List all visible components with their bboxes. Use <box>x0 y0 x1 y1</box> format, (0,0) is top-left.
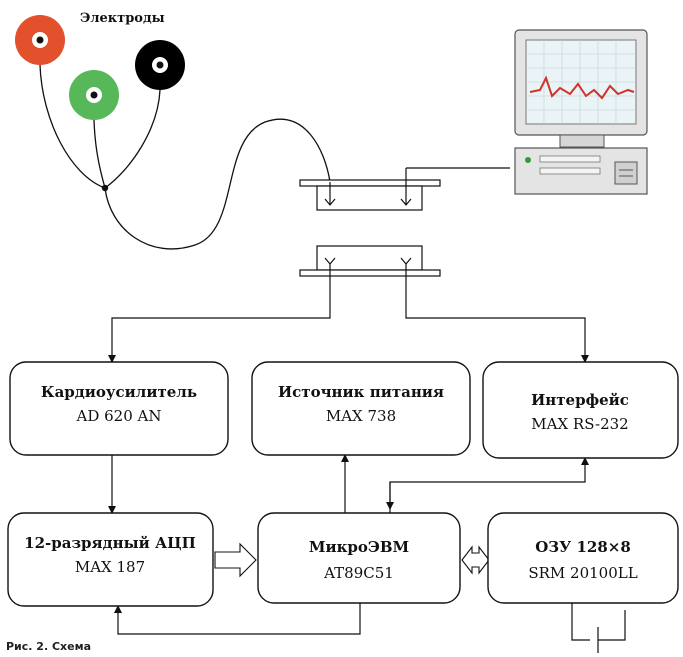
green-electrode-icon <box>69 70 119 120</box>
figure-caption: Рис. 2. Схема <box>6 640 91 653</box>
electrodes-label: Электроды <box>80 11 165 26</box>
block-adc: 12-разрядный АЦП MAX 187 <box>7 512 214 607</box>
black-electrode-icon <box>135 40 185 90</box>
connector-plug <box>299 168 441 211</box>
computer-icon <box>514 29 648 195</box>
mcu-ram-bus-arrow <box>461 545 490 575</box>
power-title: Источник питания <box>278 383 444 401</box>
connector <box>299 167 510 280</box>
block-mcu: МикроЭВМ AT89C51 <box>257 512 461 604</box>
block-interface: Интерфейс MAX RS-232 <box>482 361 679 459</box>
mcu-title: МикроЭВМ <box>309 538 409 556</box>
power-part: MAX 738 <box>326 407 396 425</box>
block-power-source: Источник питания MAX 738 <box>251 361 471 456</box>
adc-title: 12-разрядный АЦП <box>24 534 196 552</box>
ecg-trace <box>529 75 635 100</box>
connector-socket <box>299 245 441 280</box>
interface-part: MAX RS-232 <box>531 415 628 433</box>
electrode-leads <box>39 64 331 250</box>
electrodes: Электроды <box>15 11 331 250</box>
lead-junction <box>101 184 109 192</box>
ram-part: SRM 20100LL <box>528 564 637 582</box>
adc-part: MAX 187 <box>75 558 145 576</box>
amplifier-part: AD 620 AN <box>76 407 162 425</box>
block-ram: ОЗУ 128×8 SRM 20100LL <box>487 512 679 604</box>
mcu-part: AT89C51 <box>323 564 394 582</box>
connections <box>108 280 626 653</box>
amplifier-title: Кардиоусилитель <box>41 383 197 401</box>
ram-title: ОЗУ 128×8 <box>535 538 631 556</box>
interface-title: Интерфейс <box>531 391 629 409</box>
block-amplifier: Кардиоусилитель AD 620 AN <box>9 361 229 456</box>
red-electrode-icon <box>15 15 65 65</box>
adc-to-mcu-bus-arrow <box>214 542 257 578</box>
